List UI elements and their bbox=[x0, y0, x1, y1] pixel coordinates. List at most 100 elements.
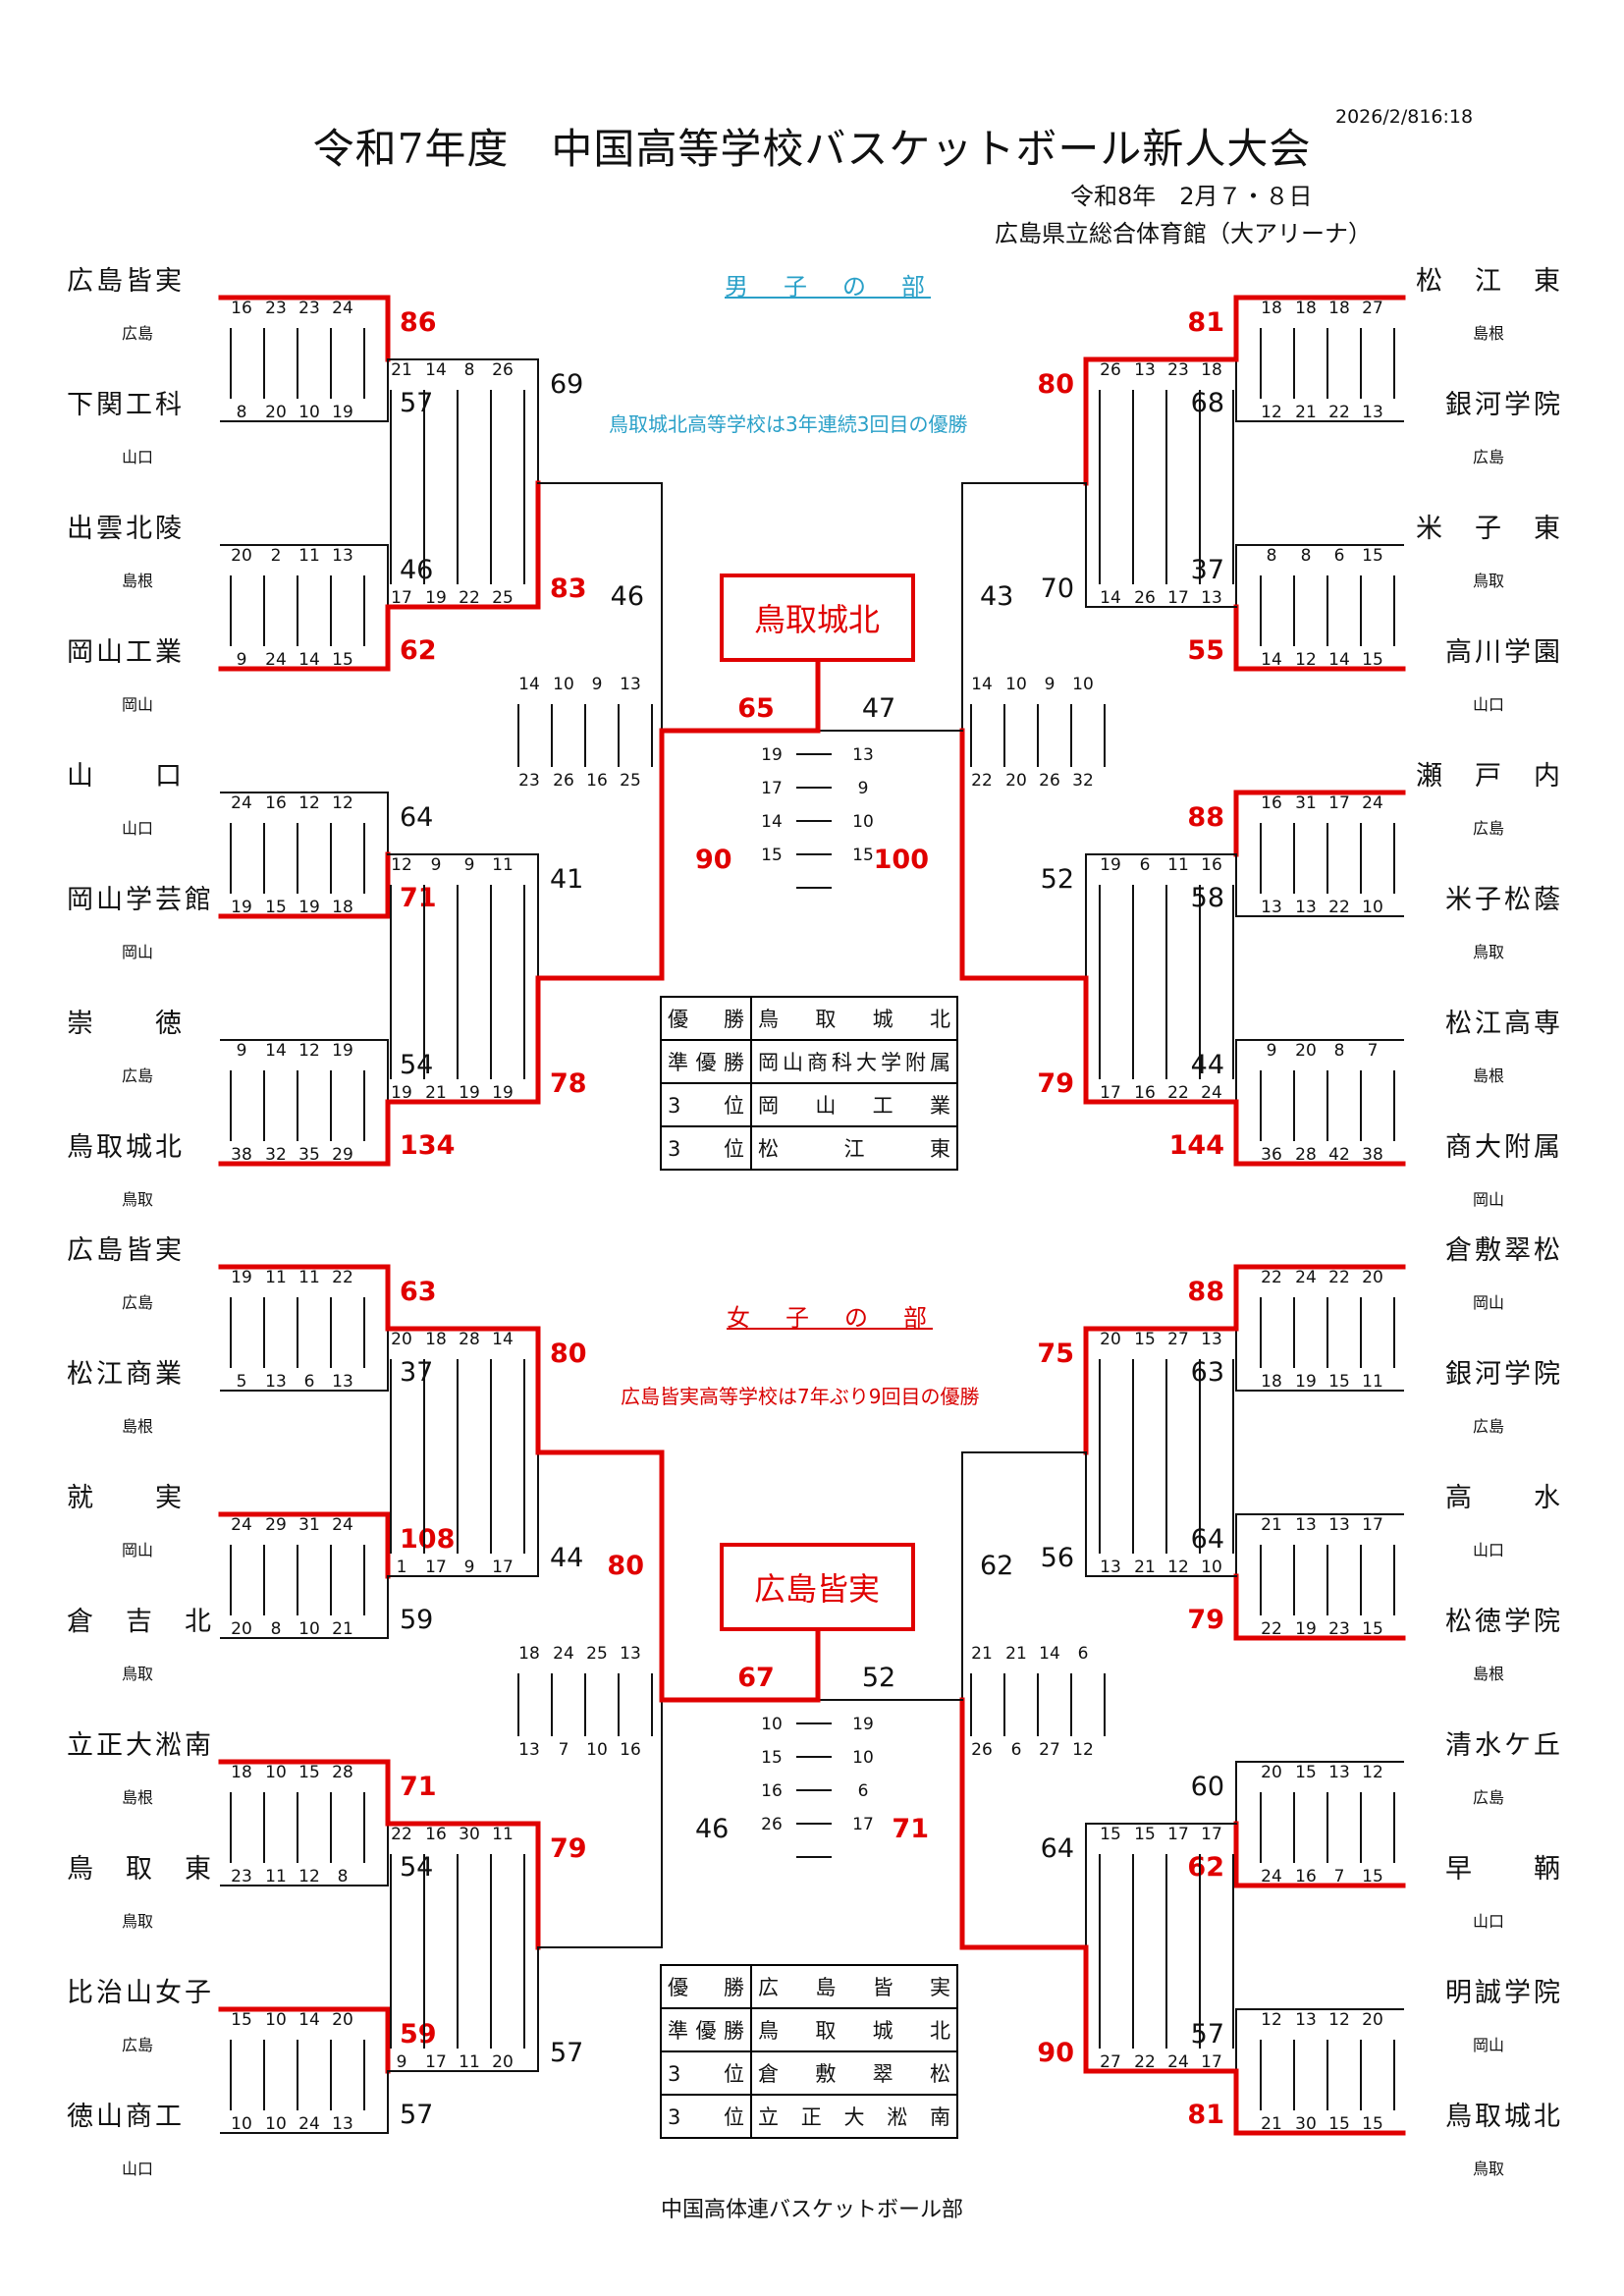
girls-left-r2-quarter-score: 11 bbox=[459, 2052, 480, 2072]
girls-right-r1-quarter-score: 15 bbox=[1328, 2114, 1350, 2134]
girls-left-r1-quarter-score: 13 bbox=[332, 2114, 353, 2134]
boys-left-r1-quarter-score: 12 bbox=[298, 793, 320, 813]
girls-right-sf-quarter-score: 6 bbox=[1011, 1740, 1022, 1760]
boys-left-r1-quarter-score: 12 bbox=[298, 1041, 320, 1061]
girls-left-r1-quarter-score: 23 bbox=[231, 1867, 252, 1886]
girls-right-r1-score: 81 bbox=[1187, 2100, 1224, 2130]
girls-right-team-prefecture: 山口 bbox=[1473, 1541, 1504, 1559]
boys-right-team-prefecture: 鳥取 bbox=[1473, 572, 1504, 590]
girls-right-r1-quarter-score: 19 bbox=[1295, 1619, 1317, 1639]
girls-right-r2-quarter-score: 12 bbox=[1167, 1558, 1189, 1577]
boys-final-quarter-score: 10 bbox=[852, 812, 874, 832]
boys-right-sf-quarter-score: 10 bbox=[1005, 675, 1027, 694]
girls-left-team-prefecture: 島根 bbox=[122, 1417, 153, 1436]
boys-champion-box bbox=[720, 574, 915, 662]
girls-right-r1-quarter-score: 13 bbox=[1295, 2010, 1317, 2030]
girls-champion-name: 広島皆実 bbox=[754, 1570, 880, 1608]
girls-left-team-name: 徳山商工 bbox=[67, 2102, 185, 2132]
girls-right-r2-quarter-score: 13 bbox=[1201, 1330, 1222, 1349]
boys-left-team-prefecture: 岡山 bbox=[122, 695, 153, 714]
boys-right-r1-score: 55 bbox=[1187, 635, 1224, 666]
girls-right-r2-quarter-score: 20 bbox=[1100, 1330, 1121, 1349]
girls-left-r1-quarter-score: 29 bbox=[265, 1515, 287, 1535]
boys-right-r2-quarter-score: 17 bbox=[1100, 1083, 1121, 1103]
girls-left-team-prefecture: 島根 bbox=[122, 1788, 153, 1807]
girls-right-team-prefecture: 山口 bbox=[1473, 1912, 1504, 1931]
girls-right-r1-score: 62 bbox=[1187, 1852, 1224, 1883]
girls-left-team-name: 立正大淞南 bbox=[67, 1730, 214, 1761]
boys-right-team-prefecture: 鳥取 bbox=[1473, 943, 1504, 961]
boys-left-r1-quarter-score: 14 bbox=[265, 1041, 287, 1061]
boys-right-r2-quarter-score: 19 bbox=[1100, 855, 1121, 875]
girls-left-team-name: 鳥 取 東 bbox=[67, 1854, 214, 1885]
results-row: 優 勝広島皆実 bbox=[660, 1964, 958, 2009]
boys-right-r2-quarter-score: 16 bbox=[1134, 1083, 1156, 1103]
boys-left-r2-quarter-score: 9 bbox=[431, 855, 442, 875]
boys-right-sf-quarter-score: 9 bbox=[1045, 675, 1056, 694]
results-row: 3 位倉敷翠松 bbox=[660, 2050, 958, 2096]
boys-right-r2-score: 52 bbox=[1041, 864, 1074, 895]
girls-left-team-name: 松江商業 bbox=[67, 1359, 185, 1390]
girls-right-r2-quarter-score: 27 bbox=[1167, 1330, 1189, 1349]
boys-left-r2-quarter-score: 14 bbox=[425, 360, 447, 380]
boys-right-team-name: 米子松蔭 bbox=[1445, 885, 1563, 915]
boys-right-r2-quarter-score: 26 bbox=[1134, 588, 1156, 608]
boys-right-r1-quarter-score: 38 bbox=[1362, 1145, 1383, 1165]
boys-final-quarter-score: 15 bbox=[761, 846, 783, 865]
boys-left-r1-quarter-score: 23 bbox=[298, 299, 320, 318]
boys-left-r2-quarter-score: 21 bbox=[391, 360, 412, 380]
boys-left-r1-quarter-score: 16 bbox=[231, 299, 252, 318]
girls-left-r1-quarter-score: 24 bbox=[298, 2114, 320, 2134]
girls-champion-box bbox=[720, 1543, 915, 1631]
girls-right-r1-quarter-score: 17 bbox=[1362, 1515, 1383, 1535]
boys-left-r1-quarter-score: 13 bbox=[332, 546, 353, 566]
girls-left-r1-quarter-score: 24 bbox=[332, 1515, 353, 1535]
boys-right-team-prefecture: 島根 bbox=[1473, 1066, 1504, 1085]
girls-right-r1-score: 64 bbox=[1191, 1524, 1224, 1555]
results-row: 3 位松江東 bbox=[660, 1125, 958, 1171]
boys-left-team-name: 鳥取城北 bbox=[67, 1132, 185, 1163]
results-row: 3 位立正大淞南 bbox=[660, 2094, 958, 2139]
boys-right-r1-score: 37 bbox=[1191, 555, 1224, 585]
boys-right-team-name: 商大附属 bbox=[1445, 1132, 1563, 1163]
boys-left-team-name: 崇 徳 bbox=[67, 1009, 185, 1039]
boys-right-r1-quarter-score: 16 bbox=[1261, 793, 1282, 813]
girls-right-r1-quarter-score: 7 bbox=[1334, 1867, 1345, 1886]
boys-right-team-prefecture: 岡山 bbox=[1473, 1190, 1504, 1209]
boys-left-sf-quarter-score: 16 bbox=[586, 771, 608, 791]
girls-left-r1-quarter-score: 22 bbox=[332, 1268, 353, 1287]
boys-right-r1-score: 44 bbox=[1191, 1050, 1224, 1080]
girls-left-r1-quarter-score: 28 bbox=[332, 1763, 353, 1782]
girls-section-heading: 女 子 の 部 bbox=[727, 1304, 933, 1332]
boys-right-r1-quarter-score: 8 bbox=[1301, 546, 1312, 566]
print-timestamp: 2026/2/816:18 bbox=[1335, 106, 1474, 128]
results-row: 3 位岡山工業 bbox=[660, 1082, 958, 1127]
boys-left-r1-score: 134 bbox=[400, 1130, 455, 1161]
girls-left-r2-quarter-score: 1 bbox=[397, 1558, 407, 1577]
boys-left-r2-quarter-score: 25 bbox=[492, 588, 514, 608]
boys-right-r1-quarter-score: 15 bbox=[1362, 546, 1383, 566]
girls-right-r1-quarter-score: 22 bbox=[1261, 1268, 1282, 1287]
girls-right-sf-quarter-score: 21 bbox=[1005, 1644, 1027, 1664]
girls-right-r2-quarter-score: 17 bbox=[1201, 1825, 1222, 1844]
girls-left-r1-quarter-score: 6 bbox=[304, 1372, 315, 1392]
result-team: 立正大淞南 bbox=[750, 2094, 958, 2139]
girls-right-sf-quarter-score: 12 bbox=[1072, 1740, 1094, 1760]
boys-left-team-prefecture: 山口 bbox=[122, 819, 153, 838]
girls-left-r1-quarter-score: 15 bbox=[298, 1763, 320, 1782]
girls-left-r1-quarter-score: 21 bbox=[332, 1619, 353, 1639]
boys-right-team-name: 松 江 東 bbox=[1416, 266, 1563, 297]
girls-final-quarter-score: 26 bbox=[761, 1815, 783, 1834]
boys-left-r1-quarter-score: 19 bbox=[332, 1041, 353, 1061]
girls-right-sf-quarter-score: 6 bbox=[1078, 1644, 1089, 1664]
boys-right-r2-quarter-score: 13 bbox=[1201, 588, 1222, 608]
boys-left-team-name: 山 口 bbox=[67, 761, 185, 792]
boys-right-r2-score: 80 bbox=[1037, 369, 1074, 400]
girls-champion-note: 広島皆実高等学校は7年ぶり9回目の優勝 bbox=[621, 1385, 980, 1408]
boys-right-r1-quarter-score: 31 bbox=[1295, 793, 1317, 813]
page-title: 令和7年度 中国高等学校バスケットボール新人大会 bbox=[312, 125, 1312, 173]
girls-right-r1-quarter-score: 12 bbox=[1328, 2010, 1350, 2030]
girls-right-sf-quarter-score: 27 bbox=[1039, 1740, 1060, 1760]
boys-left-team-name: 下関工科 bbox=[67, 390, 185, 420]
boys-right-sf-quarter-score: 10 bbox=[1072, 675, 1094, 694]
